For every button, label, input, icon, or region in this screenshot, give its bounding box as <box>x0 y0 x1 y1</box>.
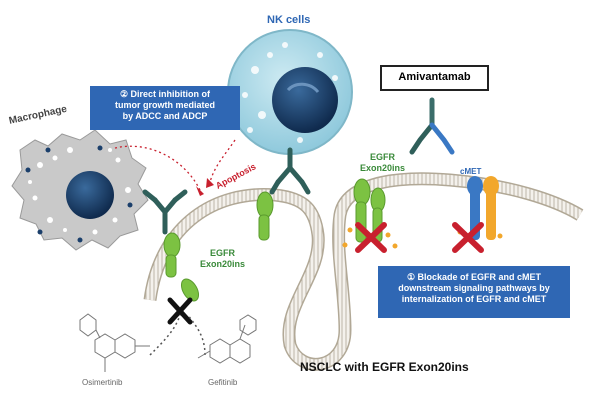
egfr-receptor-left <box>163 232 200 302</box>
adcc-arrows <box>114 139 236 191</box>
inhibit-x-egfr <box>355 222 387 253</box>
diagram-title: NSCLC with EGFR Exon20ins <box>300 360 469 374</box>
amivantamab-antibody <box>409 97 455 155</box>
macrophage-dots <box>28 147 131 235</box>
amivantamab-label: Amivantamab <box>380 65 489 91</box>
direct-inhibition-line3: by ADCC and ADCP <box>122 111 208 121</box>
egfr-left-label: EGFR Exon20ins <box>200 248 245 270</box>
cmet-receptor <box>467 176 499 240</box>
gefitinib-structure <box>197 314 257 364</box>
inhibit-x-cmet <box>452 222 484 253</box>
direct-inhibition-line1: ② Direct inhibition of <box>119 89 211 99</box>
gefitinib-label: Gefitinib <box>208 378 238 387</box>
blockade-box: ① Blockade of EGFR and cMET downstream s… <box>378 266 570 318</box>
macrophage-nucleus <box>66 171 114 219</box>
blockade-line3: internalization of EGFR and cMET <box>401 294 547 304</box>
egfr-top-line2: Exon20ins <box>360 163 406 173</box>
osimertinib-structure <box>79 313 150 372</box>
nk-antibody <box>269 147 311 195</box>
direct-inhibition-line2: tumor growth mediated <box>114 100 215 110</box>
egfr-top-line1: EGFR <box>370 152 396 162</box>
egfr-left-line1: EGFR <box>210 248 236 258</box>
cmet-label: cMET <box>460 167 482 176</box>
blockade-line1: ① Blockade of EGFR and cMET <box>406 272 542 282</box>
macrophage-antibody <box>142 189 188 235</box>
nk-nucleus <box>272 67 338 133</box>
egfr-top-label: EGFR Exon20ins <box>360 152 405 174</box>
direct-inhibition-box: ② Direct inhibition of tumor growth medi… <box>90 86 240 130</box>
tki-block-x <box>167 297 193 325</box>
osimertinib-label: Osimertinib <box>82 378 123 387</box>
egfr-receptor-mid <box>256 191 274 241</box>
nk-cells-label: NK cells <box>267 14 311 26</box>
blockade-line2: downstream signaling pathways by <box>398 283 550 293</box>
egfr-left-line2: Exon20ins <box>200 259 246 269</box>
